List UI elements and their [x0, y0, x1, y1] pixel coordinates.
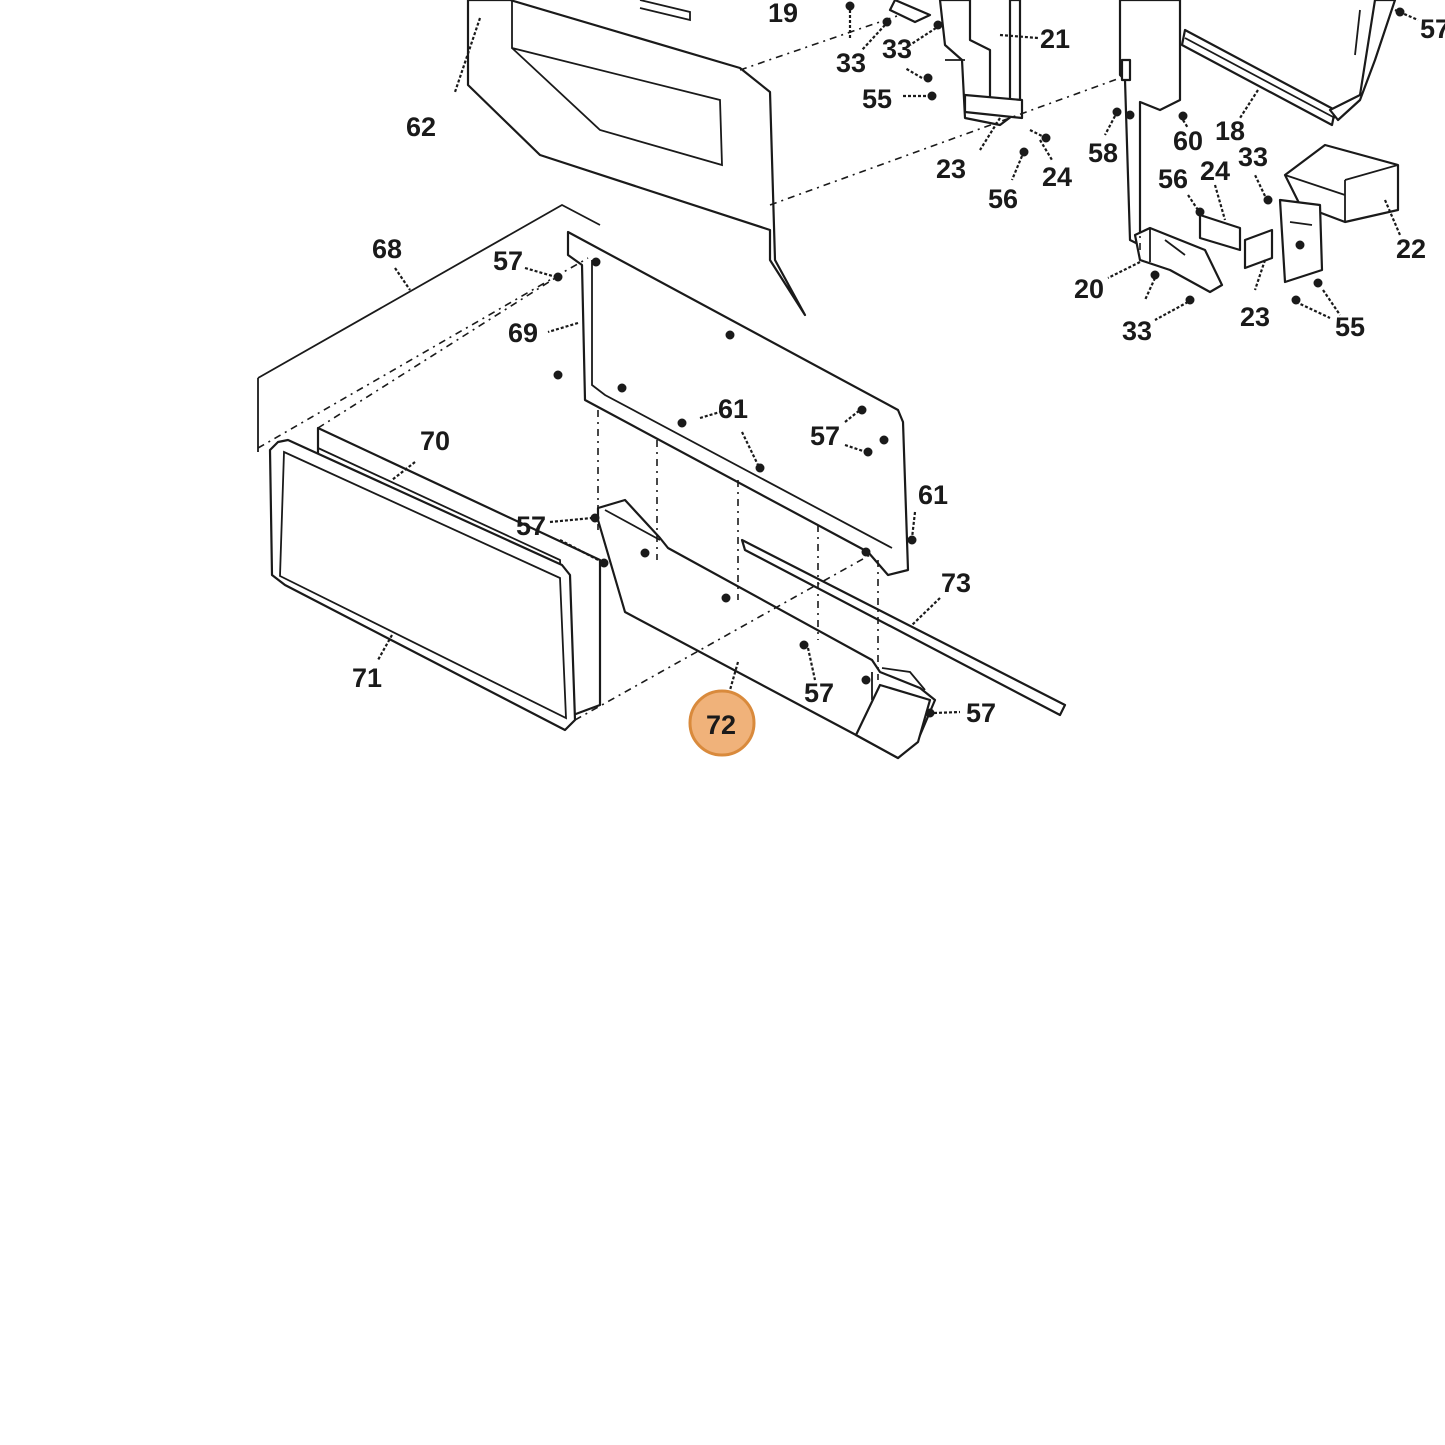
callout-57[interactable]: 57	[966, 698, 996, 728]
callout-23[interactable]: 23	[936, 154, 966, 184]
part-18-rail[interactable]	[1118, 0, 1397, 247]
callout-71[interactable]: 71	[352, 663, 382, 693]
callout-61[interactable]: 61	[918, 480, 948, 510]
callout-33[interactable]: 33	[882, 34, 912, 64]
callout-24[interactable]: 24	[1042, 162, 1072, 192]
callout-labels: 19 33 33 21 55 57 62 18 60 58 23 24 56 3…	[352, 0, 1445, 740]
callout-33[interactable]: 33	[1122, 316, 1152, 346]
part-71-gasket[interactable]	[268, 438, 577, 732]
callout-57[interactable]: 57	[804, 678, 834, 708]
callout-57[interactable]: 57	[1420, 14, 1445, 44]
callout-57[interactable]: 57	[810, 421, 840, 451]
callout-22[interactable]: 22	[1396, 234, 1426, 264]
part-20-bracket[interactable]	[1107, 213, 1274, 294]
fastener-leaders	[524, 8, 1419, 715]
callout-62[interactable]: 62	[406, 112, 436, 142]
callout-20[interactable]: 20	[1074, 274, 1104, 304]
callout-57[interactable]: 57	[516, 511, 546, 541]
callout-73[interactable]: 73	[941, 568, 971, 598]
part-68-strip[interactable]	[257, 203, 601, 452]
part-22-cover[interactable]	[1278, 143, 1402, 284]
callout-69[interactable]: 69	[508, 318, 538, 348]
callout-57[interactable]: 57	[493, 246, 523, 276]
assembly-line	[769, 77, 1121, 206]
callout-58[interactable]: 58	[1088, 138, 1118, 168]
callout-56[interactable]: 56	[988, 184, 1018, 214]
callout-55[interactable]: 55	[1335, 312, 1365, 342]
callout-70[interactable]: 70	[420, 426, 450, 456]
part-62-upper-panel[interactable]	[453, 0, 807, 317]
fastener-bolts	[553, 1, 1405, 718]
callout-19[interactable]: 19	[768, 0, 798, 28]
callout-56[interactable]: 56	[1158, 164, 1188, 194]
part-72-lower-panel[interactable]	[596, 498, 937, 760]
callout-68[interactable]: 68	[372, 234, 402, 264]
part-73-strip[interactable]	[740, 538, 1067, 717]
callout-55[interactable]: 55	[862, 84, 892, 114]
assembly-lines	[257, 257, 879, 721]
callout-33[interactable]: 33	[1238, 142, 1268, 172]
callout-60[interactable]: 60	[1173, 126, 1203, 156]
callout-61[interactable]: 61	[718, 394, 748, 424]
callout-18[interactable]: 18	[1215, 116, 1245, 146]
callout-21[interactable]: 21	[1040, 24, 1070, 54]
assembly-line	[739, 14, 901, 71]
highlight-circle-72	[688, 689, 756, 757]
callout-24[interactable]: 24	[1200, 156, 1230, 186]
callout-23[interactable]: 23	[1240, 302, 1270, 332]
callout-72-highlighted[interactable]: 72	[706, 710, 736, 740]
callout-33[interactable]: 33	[836, 48, 866, 78]
part-21-bracket[interactable]	[888, 0, 1039, 127]
